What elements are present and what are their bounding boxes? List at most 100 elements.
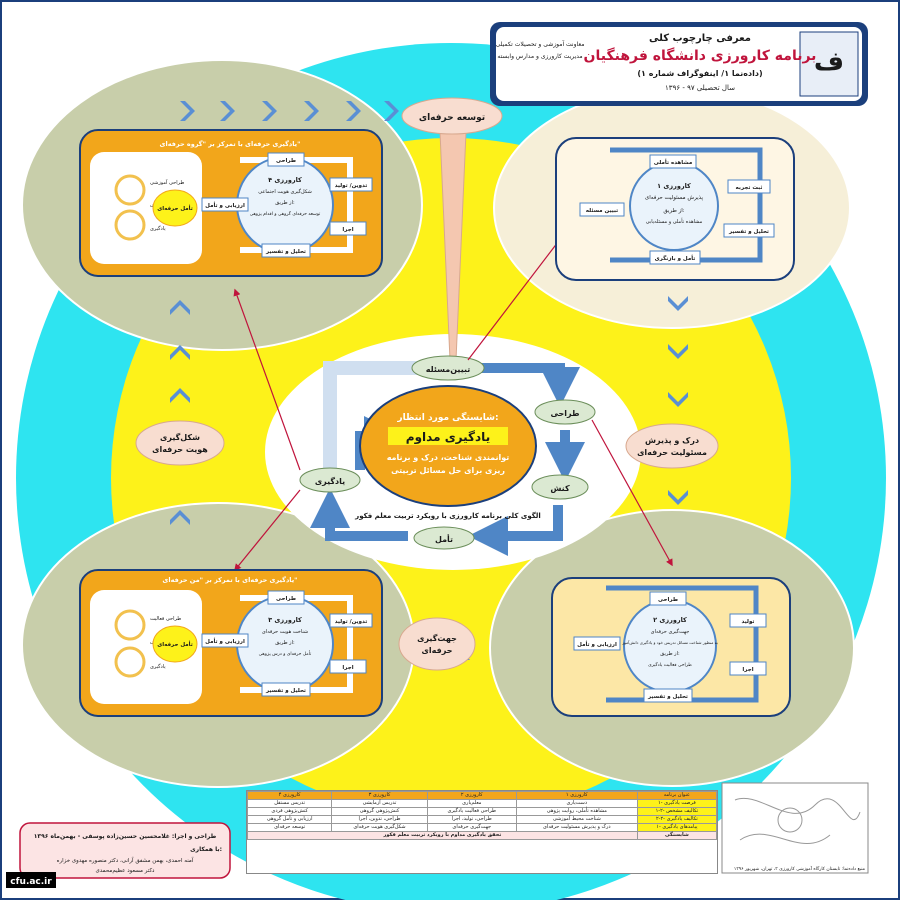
k4-node-execute-label: اجرا xyxy=(342,227,353,233)
table-grid: کارورزی ۴ کارورزی ۳ کارورزی ۲ کارورزی ۱ … xyxy=(247,791,717,840)
k3-node-produce xyxy=(329,613,373,628)
k3-sub: شناخت هویت حرفه‌ای xyxy=(262,629,308,635)
k1-detail: مشاهده تأملی و مسئله‌یابی xyxy=(646,217,703,225)
k2-detail2: طراحی فعالیت یادگیری xyxy=(648,661,692,668)
k1-sub: پذیرش مسئولیت حرفه‌ای xyxy=(645,195,704,201)
k3-header: یادگیری حرفه‌ای با تمرکز بر "من حرفه‌ای" xyxy=(162,576,297,584)
credits-collab-label: با همکاری: xyxy=(190,846,222,853)
step-problem xyxy=(411,355,485,381)
th-program: عنوان برنامه xyxy=(636,791,717,800)
table-cell: کنش‌پژوهی فردی xyxy=(247,807,333,816)
k1-node-problem-label: تبیین مسئله xyxy=(586,208,619,214)
table-cell: ارزیابی و تأمل گروهی xyxy=(247,815,333,824)
credits-collab1: آمنه احمدی، بهمن مشفق آرانی، دکتر منصوره… xyxy=(57,857,194,864)
table-cell: طراحی، تولید، اجرا xyxy=(426,815,517,824)
expected-main-highlight xyxy=(388,427,508,445)
k4-title: کارورزی ۴ xyxy=(268,176,302,184)
oval-understanding xyxy=(625,423,719,469)
credits-design: طراحی و اجرا: غلامحسین حسین‌زاده پوسفی -… xyxy=(34,833,217,840)
table-cell: دست‌یاری xyxy=(515,799,638,808)
k4-node-evaluate xyxy=(201,197,249,212)
step-learning xyxy=(299,467,361,493)
step-learning-label: یادگیری xyxy=(315,476,345,486)
k1-node-problem xyxy=(579,202,625,217)
loop-arrow-reflection xyxy=(468,505,563,556)
logo-glyph: ف xyxy=(814,47,844,77)
k4-side: تأمل حرفه‌ای xyxy=(157,204,193,212)
table-row: تدریس مستقل تدریس آزمایشی معلم‌یاری دست‌… xyxy=(247,799,717,808)
table-cell: شکل‌گیری هویت حرفه‌ای xyxy=(331,823,428,832)
k4-node-analysis xyxy=(261,243,311,258)
k4-header: یادگیری حرفه‌ای با تمرکز بر "گروه حرفه‌ا… xyxy=(160,140,301,148)
step-reflection xyxy=(413,526,475,550)
oval-identity xyxy=(135,420,225,466)
k3-node-design xyxy=(267,590,305,605)
k1-node-analysis xyxy=(723,223,775,238)
k2-title: کارورزی ۲ xyxy=(653,616,687,624)
k1-node-observe-label: مشاهده تأملی xyxy=(654,158,693,166)
oval-orientation xyxy=(398,617,476,671)
table-cell: تدریس آزمایشی xyxy=(331,799,428,808)
k3-via: از طریق: xyxy=(275,640,295,646)
k1-node-review xyxy=(649,250,701,265)
k3-mini-1: طراحی فعالیت xyxy=(150,616,181,622)
table-cell: مشاهده تأملی، روایت پژوهی xyxy=(515,807,638,816)
step-reflection-label: تأمل xyxy=(435,534,453,544)
k3-node-analysis xyxy=(261,682,311,697)
watermark-box xyxy=(6,872,56,888)
comparison-table: کارورزی ۴ کارورزی ۳ کارورزی ۲ کارورزی ۱ … xyxy=(246,790,718,874)
label-identity-2: هویت حرفه‌ای xyxy=(152,445,208,454)
k3-title: کارورزی ۳ xyxy=(268,616,302,624)
k4-node-produce xyxy=(329,177,373,192)
table-cell: ۲-۲- تکالیف یادگیری xyxy=(636,815,717,824)
k2-node-analysis xyxy=(643,688,693,703)
table-row: کنش‌پژوهی فردی کنش‌پژوهی گروهی طراحی فعا… xyxy=(247,807,717,816)
k3-node-execute xyxy=(329,659,367,674)
expected-desc-1: توانمندی شناخت، درک و برنامه xyxy=(387,453,510,462)
k4-sub: شکل‌گیری هویت اجتماعی xyxy=(258,188,312,195)
k4-node-analysis-label: تحلیل و تفسیر xyxy=(265,249,306,255)
expected-desc-2: ریزی برای حل مسائل تربیتی xyxy=(391,466,505,475)
table-cell: معلم‌یاری xyxy=(426,799,517,808)
table-cell: جهت‌گیری حرفه‌ای xyxy=(426,823,517,832)
header-line1: معرفی چارچوب کلی xyxy=(649,33,751,44)
step-design-label: طراحی xyxy=(550,409,579,418)
th-k1: کارورزی ۱ xyxy=(515,791,638,800)
table-row: ارزیابی و تأمل گروهی طراحی، تدوین، اجرا … xyxy=(247,815,717,824)
source-note: منبع دادەنما: تابستان کارگاه آموزشی کارو… xyxy=(734,865,866,872)
credits-box: طراحی و اجرا: غلامحسین حسین‌زاده پوسفی -… xyxy=(19,822,231,879)
watermark: cfu.ac.ir xyxy=(10,877,52,887)
label-professional-development: توسعه حرفه‌ای xyxy=(419,113,485,123)
k2-detail: به منظور شناخت مسائل تدریس خود و یادگیری… xyxy=(621,640,718,645)
table-cell: طراحی، تدوین، اجرا xyxy=(331,815,428,824)
label-understanding-1: درک و پذیرش xyxy=(645,436,699,446)
expected-title: شایستگی مورد انتظار: xyxy=(396,411,498,423)
loop-arrow-learning xyxy=(310,488,408,541)
university-logo xyxy=(799,31,859,97)
k4-node-produce-label: تدوین/ تولید xyxy=(335,183,368,189)
label-orientation-2: حرفه‌ای xyxy=(422,646,453,655)
th-k4: کارورزی ۴ xyxy=(247,791,333,800)
k3-side: تأمل حرفه‌ای xyxy=(157,640,193,648)
panel-internship-1: کارورزی ۱ پذیرش مسئولیت حرفه‌ای از طریق:… xyxy=(555,137,795,281)
k2-node-execute xyxy=(729,661,767,676)
k2-node-evaluate-label: ارزیابی و تأمل xyxy=(577,640,617,648)
k2-node-design-label: طراحی xyxy=(658,597,678,603)
k4-node-evaluate-label: ارزیابی و تأمل xyxy=(205,201,245,209)
table-footer-label: شایستگی xyxy=(636,831,717,840)
k4-via: از طریق: xyxy=(275,200,295,206)
k1-node-analysis-label: تحلیل و تفسیر xyxy=(728,229,769,235)
k4-node-design-label: طراحی xyxy=(276,158,296,164)
chevrons-right xyxy=(668,296,688,505)
table-cell: توسعه حرفه‌ای xyxy=(247,823,333,832)
table-cell: درک و پذیرش مسئولیت حرفه‌ای xyxy=(515,823,638,832)
header-banner: ف معرفی چارچوب کلی برنامه کارورزی دانشگا… xyxy=(490,22,868,106)
table-footer-text: تحقق یادگیری مداوم با رویکرد تربیت معلم … xyxy=(247,831,638,840)
panel-internship-3: یادگیری حرفه‌ای با تمرکز بر "من حرفه‌ای"… xyxy=(79,569,383,717)
header-org1: معاونت آموزشی و تحصیلات تکمیلی xyxy=(496,39,585,48)
table-cell: ۱-۲- تکالیف مشخص xyxy=(636,807,717,816)
k2-node-produce xyxy=(729,613,767,628)
k1-node-record-label: ثبت تجربه xyxy=(736,185,763,191)
th-k3: کارورزی ۳ xyxy=(331,791,428,800)
k3-mini-3: یادگیری xyxy=(150,663,166,670)
